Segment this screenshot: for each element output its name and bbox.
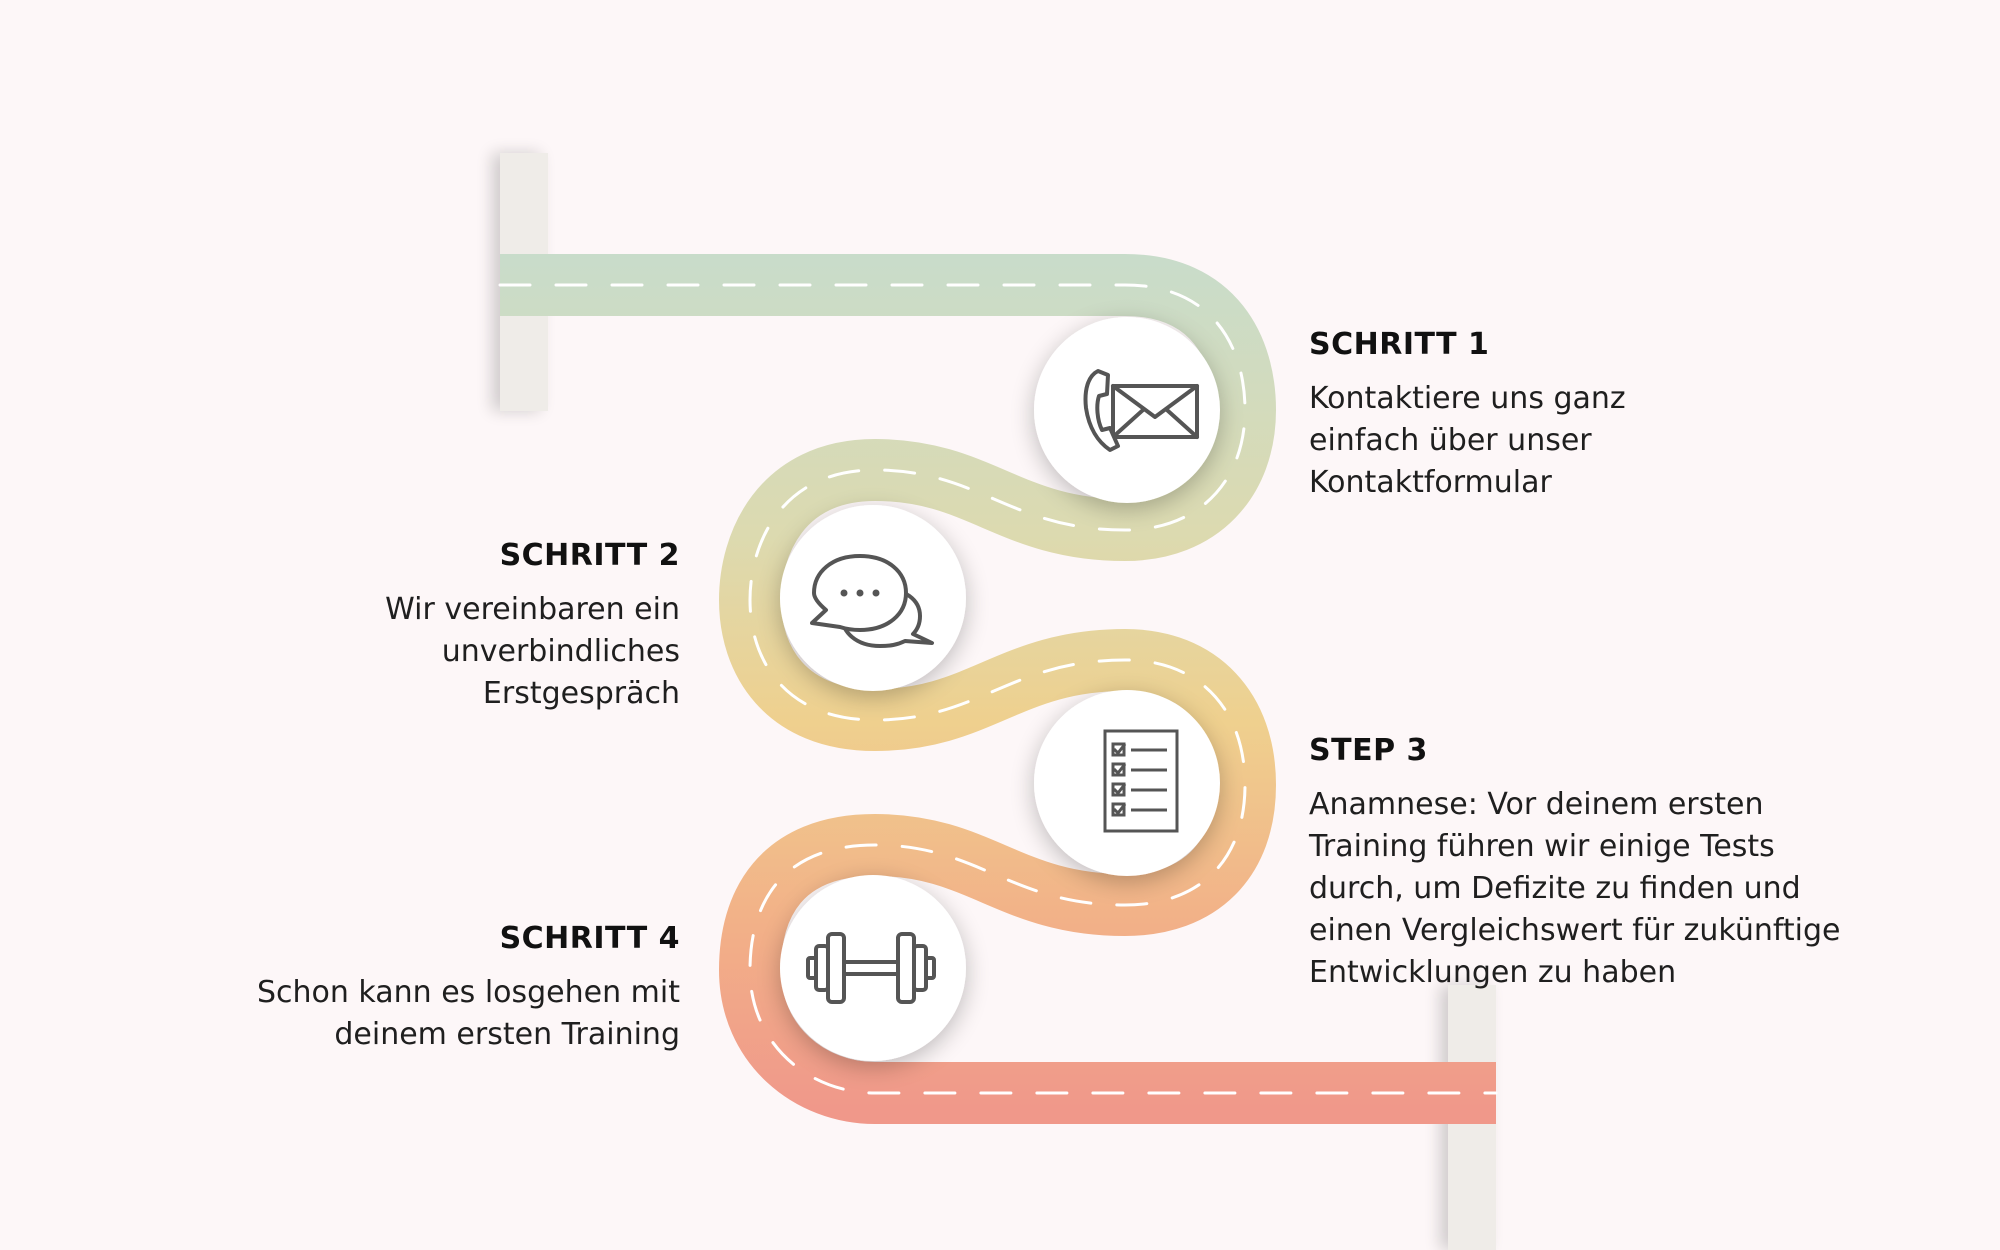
step-2-title: SCHRITT 2 — [499, 538, 680, 573]
chat-bubbles-icon — [810, 554, 934, 648]
step-1-description: Kontaktiere uns ganz einfach über unser … — [1309, 381, 1626, 500]
step-1-title: SCHRITT 1 — [1309, 327, 1490, 362]
step-2-description: Wir vereinbaren ein unverbindliches Erst… — [385, 592, 680, 711]
step-1-marker — [1034, 317, 1220, 503]
step-2-text-block: SCHRITT 2 Wir vereinbaren ein unverbindl… — [180, 538, 680, 715]
step-4-title: SCHRITT 4 — [499, 921, 680, 956]
step-3-marker — [1034, 690, 1220, 876]
checklist-icon — [1103, 729, 1179, 833]
step-1-text-block: SCHRITT 1 Kontaktiere uns ganz einfach ü… — [1309, 327, 1869, 504]
dumbbell-icon — [806, 932, 936, 1004]
phone-mail-icon — [1083, 369, 1199, 452]
step-2-marker — [780, 505, 966, 691]
step-4-text-block: SCHRITT 4 Schon kann es losgehen mit dei… — [130, 921, 680, 1056]
step-3-description: Anamnese: Vor deinem ersten Training füh… — [1309, 787, 1841, 990]
step-3-text-block: STEP 3 Anamnese: Vor deinem ersten Train… — [1309, 733, 1969, 994]
step-4-description: Schon kann es losgehen mit deinem ersten… — [256, 975, 680, 1052]
step-3-title: STEP 3 — [1309, 733, 1428, 768]
step-4-marker — [780, 875, 966, 1061]
road-center-dashes — [498, 283, 1498, 1095]
